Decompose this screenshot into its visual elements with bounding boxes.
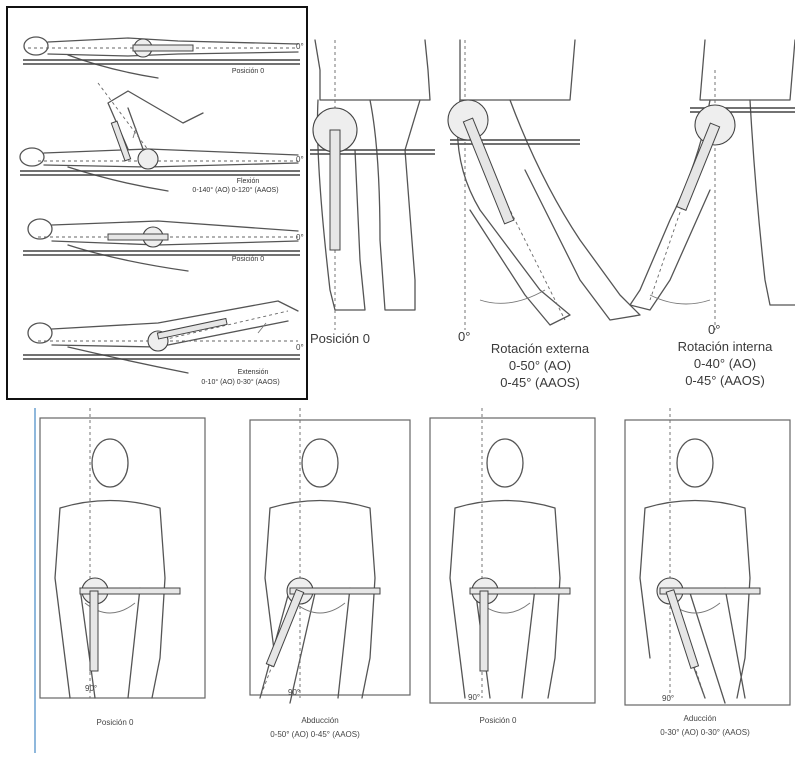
external-rotation-ao: 0-50° (AO) — [480, 359, 600, 374]
external-rotation-title: Rotación externa — [480, 342, 600, 357]
extension-title: Extensión — [218, 369, 288, 377]
frontal-90-label-1: 90° — [85, 684, 97, 693]
abduction-title: Abducción — [270, 716, 370, 725]
supine-deg-0-label: 0° — [296, 42, 304, 51]
standing-frontal-panel: 90° 90° 90° 90° Posición 0 Abducción 0-5… — [30, 408, 790, 753]
internal-rotation-title: Rotación interna — [665, 340, 785, 355]
external-rotation-deg-0: 0° — [458, 330, 470, 345]
hip-extension-figure: 0° Extensión 0-10° (AO) 0-30° (AAOS) — [8, 281, 306, 399]
frontal-90-label-4: 90° — [662, 694, 674, 703]
standing-frontal-drawing — [30, 408, 790, 753]
prone-position-0-caption: Posición 0 — [218, 256, 278, 264]
hip-flexion-figure: 0° Flexión 0-140° (AO) 0-120° (AAOS) — [8, 83, 306, 201]
internal-rotation-ao: 0-40° (AO) — [665, 357, 785, 372]
frontal-position-0-caption-2: Posición 0 — [458, 716, 538, 725]
extension-range: 0-10° (AO) 0-30° (AAOS) — [178, 379, 303, 387]
frontal-position-0-caption-1: Posición 0 — [75, 718, 155, 727]
internal-rotation-aaos: 0-45° (AAOS) — [665, 374, 785, 389]
flexion-deg-0-label: 0° — [296, 155, 304, 164]
abduction-range: 0-50° (AO) 0-45° (AAOS) — [235, 730, 395, 739]
supine-position-0-figure: 0° Posición 0 — [8, 8, 306, 83]
prone-deg-0-label: 0° — [296, 233, 304, 242]
supine-prone-panel: 0° Posición 0 0° Flexión 0-140° (AO) 0-1… — [6, 6, 308, 400]
seated-position-0-caption: Posición 0 — [310, 332, 400, 347]
prone-position-0-drawing — [8, 201, 306, 281]
external-rotation-aaos: 0-45° (AAOS) — [480, 376, 600, 391]
flexion-range: 0-140° (AO) 0-120° (AAOS) — [168, 187, 303, 195]
adduction-title: Aducción — [655, 714, 745, 723]
prone-position-0-figure: 0° Posición 0 — [8, 201, 306, 281]
frontal-90-label-3: 90° — [468, 693, 480, 702]
flexion-title: Flexión — [218, 178, 278, 186]
internal-rotation-deg-0: 0° — [708, 323, 720, 338]
frontal-90-label-2: 90° — [288, 688, 300, 697]
extension-deg-0-label: 0° — [296, 343, 304, 352]
supine-position-0-caption: Posición 0 — [218, 68, 278, 76]
adduction-range: 0-30° (AO) 0-30° (AAOS) — [625, 728, 785, 737]
seated-rotation-panel: Posición 0 0° Rotación externa 0-50° (AO… — [310, 40, 795, 400]
